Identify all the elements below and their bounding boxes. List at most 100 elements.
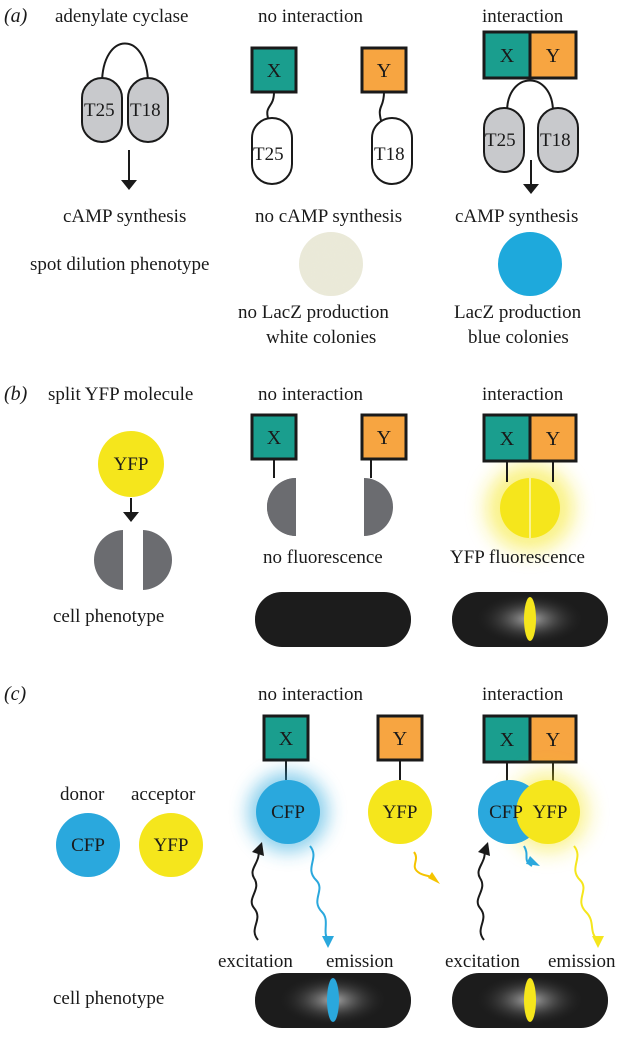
donor-label: donor [60,784,105,805]
camp-synthesis-right: cAMP synthesis [455,206,578,227]
excitation-label-mid: excitation [218,951,293,972]
yfp-whole-label: YFP [114,454,149,475]
no-interaction-title-b: no interaction [258,384,363,405]
no-interaction-a: X T25 Y T18 [250,46,413,185]
acceptor-label: acceptor [131,784,196,805]
x-label-b: X [267,427,282,449]
yfp-label: YFP [383,802,418,823]
no-fluorescence-label: no fluorescence [263,547,383,568]
adenylate-cyclase-intact: T25 T18 [81,42,169,190]
y-protein-box-b-bound [528,413,578,463]
arrowhead-icon [123,512,139,522]
linker-loop [101,42,149,85]
excitation-wave-right [476,847,486,941]
y-protein-box-c [376,714,424,762]
y-label-c-bound: Y [546,729,560,751]
blue-colonies-label: blue colonies [468,327,569,348]
cell-phenotype-label-c: cell phenotype [53,988,164,1009]
y-protein-box-b [360,413,408,461]
lacz-label: LacZ production [454,302,582,323]
no-interaction-title-a: no interaction [258,6,363,27]
y-linker [378,91,385,125]
emission-wave-right [573,845,599,941]
split-yfp-title: split YFP molecule [48,384,193,405]
y-label-b-bound: Y [546,428,560,450]
cell-dark [255,592,411,647]
x-protein-box-bound [482,30,532,80]
bound-linker-loop [506,79,554,113]
t25-bound-domain [483,107,525,173]
x-label-b-bound: X [500,428,515,450]
arrowhead-icon [523,184,539,194]
blue-colony-spot [498,232,562,296]
cfp-legend-label: CFP [71,835,105,856]
no-lacz-label: no LacZ production [238,302,389,323]
spot-dilution-label: spot dilution phenotype [30,254,209,275]
x-label-c: X [279,728,294,750]
arrowhead-icon [121,180,137,190]
no-camp-synthesis: no cAMP synthesis [255,206,402,227]
interaction-title-b: interaction [482,384,564,405]
cfp-circle [256,780,320,844]
x-label-c-bound: X [500,729,515,751]
emission-wave-mid [309,845,329,941]
adenylate-cyclase-title: adenylate cyclase [55,6,188,27]
y-label-c: Y [393,728,407,750]
white-colony-texture [299,232,363,296]
yfp-fluorescence-label: YFP fluorescence [450,547,585,568]
yfp-c-half [364,478,393,536]
cell-phenotype-label-b: cell phenotype [53,606,164,627]
yfp-legend-circle [139,813,203,877]
no-interaction-title-c: no interaction [258,684,363,705]
arrowhead-icon [252,842,264,856]
panel-a: (a) adenylate cyclase no interaction int… [4,5,582,348]
t25-bound-label: T25 [485,130,516,151]
yfp-whole-molecule [98,431,164,497]
arrowhead-icon [478,842,490,856]
yfp-circle-bound [516,780,580,844]
t18-split-label: T18 [374,144,405,165]
yfp-label-bound: YFP [533,802,568,823]
emission-label-mid: emission [326,951,394,972]
t25-label: T25 [84,100,115,121]
excitation-wave-mid [250,847,260,941]
yfp-circle [368,780,432,844]
t25-split-domain [251,117,293,185]
x-protein-box-c [262,714,310,762]
emission-label-right: emission [548,951,616,972]
yfp-spot [524,597,536,641]
y-protein-box [360,46,408,94]
y-label: Y [377,60,391,82]
t18-domain [127,77,169,143]
t18-bound-label: T18 [540,130,571,151]
cfp-legend-circle [56,813,120,877]
t25-domain [81,77,123,143]
y-label-bound: Y [546,45,560,67]
interaction-title-a: interaction [482,6,564,27]
x-protein-box-c-bound [482,714,532,764]
panel-b-letter: (b) [4,383,28,405]
y-label-b: Y [377,427,391,449]
t25-split-label: T25 [253,144,284,165]
t18-split-domain [371,117,413,185]
x-label-bound: X [500,45,515,67]
x-protein-box-b-bound [482,413,532,463]
x-protein-box-b [250,413,298,461]
panel-a-letter: (a) [4,5,28,27]
y-protein-box-bound [528,30,578,80]
panel-c: (c) no interaction interaction donor acc… [4,683,616,1028]
t18-bound-domain [537,107,579,173]
panel-b: (b) split YFP molecule no interaction in… [4,383,608,647]
fret-yfp-spot [524,978,536,1022]
t18-label: T18 [130,100,161,121]
yfp-legend-label: YFP [154,835,189,856]
camp-synthesis-left: cAMP synthesis [63,206,186,227]
x-label: X [267,60,282,82]
panel-c-letter: (c) [4,683,27,705]
interaction-a: X Y T25 T18 [482,30,579,194]
cfp-label-bound: CFP [489,802,523,823]
excitation-label-right: excitation [445,951,520,972]
cfp-spot [327,978,339,1022]
